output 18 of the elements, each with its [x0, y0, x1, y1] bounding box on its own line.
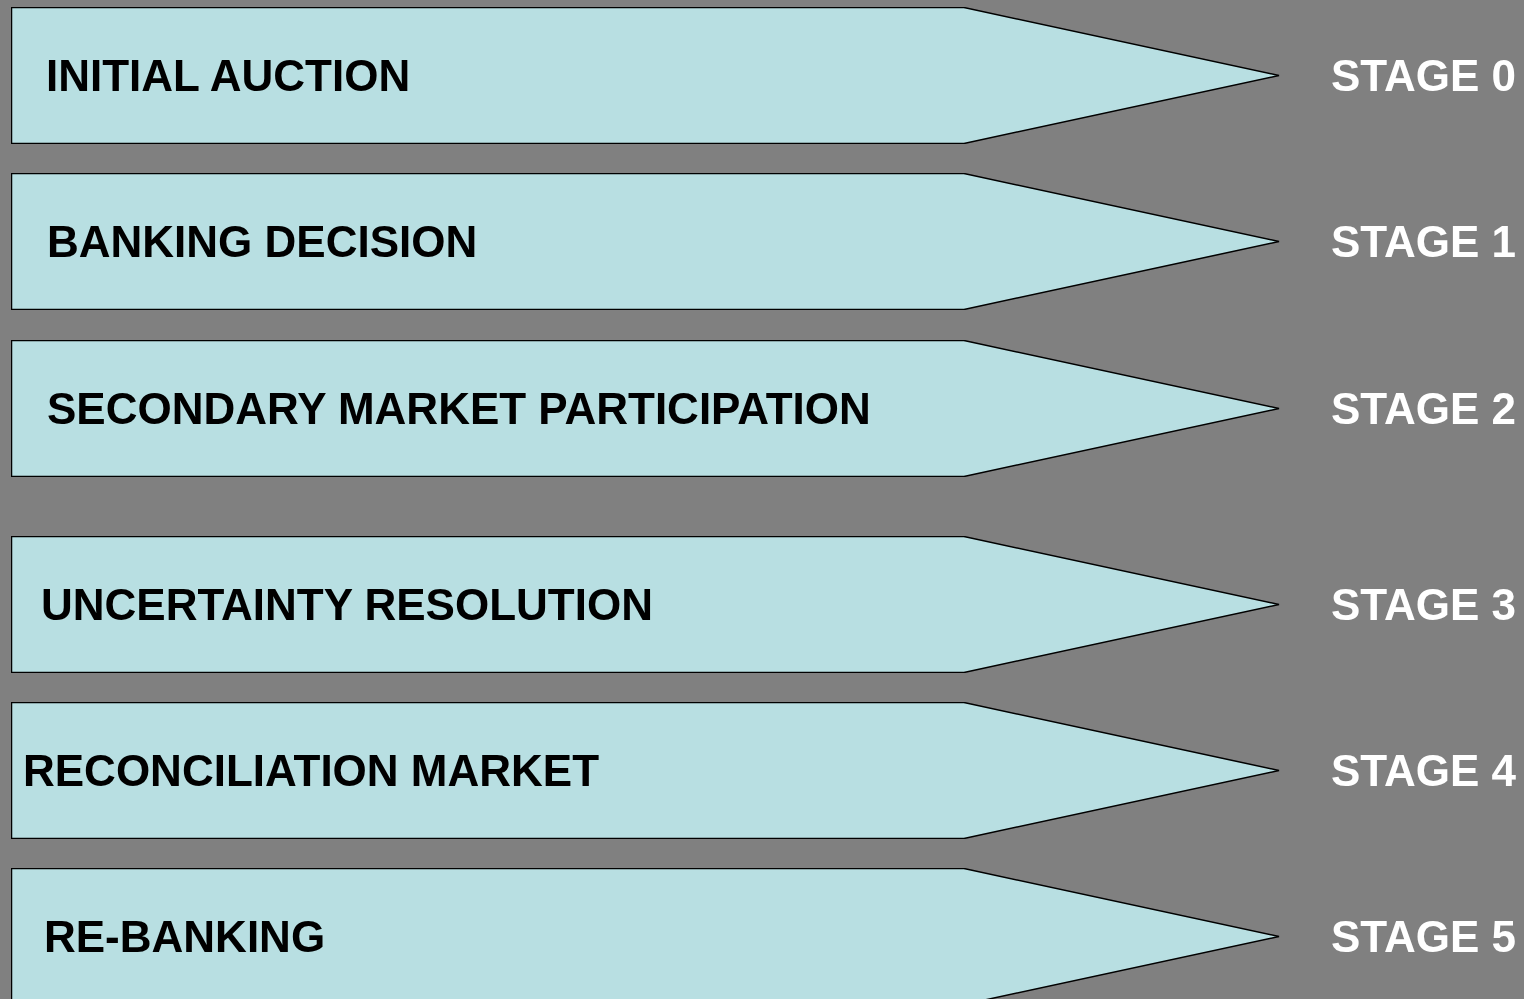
stage-title: BANKING DECISION — [47, 216, 478, 267]
stage-title: RE-BANKING — [44, 911, 326, 962]
stage-label: STAGE 0 — [1331, 51, 1516, 101]
arrow-shape — [11, 868, 1281, 999]
stage-title: UNCERTAINTY RESOLUTION — [41, 579, 653, 630]
stage-title: RECONCILIATION MARKET — [23, 745, 600, 796]
arrow-shape — [11, 536, 1281, 673]
stage-label: STAGE 4 — [1331, 746, 1516, 796]
stage-label: STAGE 2 — [1331, 384, 1516, 434]
stage-label: STAGE 1 — [1331, 217, 1516, 267]
stage-title: INITIAL AUCTION — [46, 50, 411, 101]
arrow-shape — [11, 173, 1281, 310]
stage-label: STAGE 3 — [1331, 580, 1516, 630]
stage-label: STAGE 5 — [1331, 912, 1516, 962]
arrow-shape — [11, 7, 1281, 144]
arrow-shape — [11, 702, 1281, 839]
arrow-shape — [11, 340, 1281, 477]
stage-title: SECONDARY MARKET PARTICIPATION — [47, 383, 871, 434]
